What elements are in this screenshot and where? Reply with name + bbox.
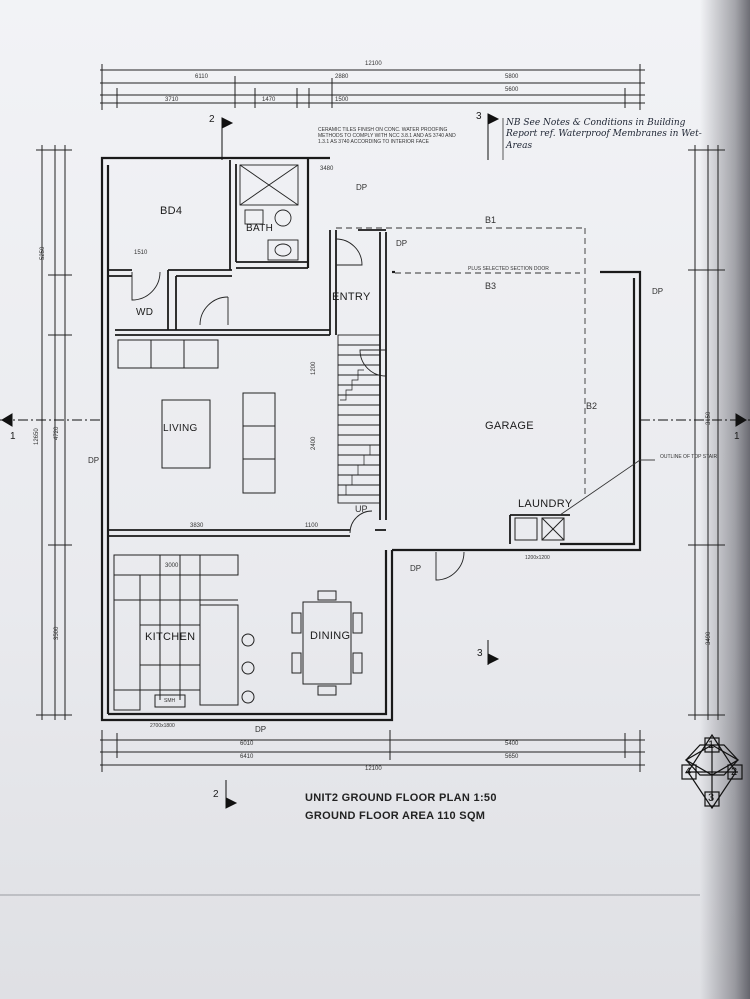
dim-living-width: 3830 — [190, 523, 204, 529]
smh-label: SMH — [164, 698, 176, 704]
marker-dp-kitchen: DP — [255, 725, 267, 734]
compass-2: 2 — [731, 766, 738, 778]
dim-top-a: 6110 — [195, 74, 208, 80]
section-1-right: 1 — [734, 431, 740, 442]
door-swings — [131, 238, 465, 581]
kitchen-fixtures — [113, 554, 255, 711]
marker-up-stairs: UP — [355, 504, 368, 514]
dim-top-f: 1500 — [335, 97, 349, 103]
room-label-entry: ENTRY — [332, 291, 371, 303]
compass-4: 4 — [685, 766, 692, 778]
dim-left-a: 5250 — [40, 246, 46, 260]
room-label-kitchen: KITCHEN — [145, 631, 196, 643]
room-label-living: LIVING — [163, 423, 198, 434]
section-2-bottom: 2 — [213, 789, 219, 800]
marker-dp-garage: DP — [652, 287, 664, 296]
section-1-left: 1 — [10, 431, 16, 442]
tile-note: CERAMIC TILES FINISH ON CONC. WATER PROO… — [318, 127, 456, 145]
section-3-bottom: 3 — [477, 648, 483, 659]
dim-top-c: 5800 — [505, 74, 519, 80]
marker-beam-b3: B3 — [485, 281, 497, 291]
dim-bottom-c: 6010 — [240, 741, 254, 747]
dim-bottom-d: 5400 — [505, 741, 519, 747]
left-dimension-lines — [36, 145, 72, 720]
dim-bath-width: 3480 — [320, 166, 334, 172]
laundry-tub — [514, 517, 565, 541]
top-dimension-lines — [100, 64, 645, 110]
dim-top-b: 2880 — [335, 74, 349, 80]
dim-bottom-overall: 12100 — [365, 766, 382, 772]
room-label-laundry: LAUNDRY — [518, 498, 573, 510]
window-tag-kitchen: 2700x1800 — [150, 723, 175, 729]
dim-bottom-b: 5650 — [505, 754, 519, 760]
compass-3: 3 — [708, 792, 715, 804]
marker-dp-living: DP — [88, 456, 100, 465]
dim-kitchen-width: 3000 — [165, 563, 179, 569]
dim-left-b: 12650 — [34, 428, 40, 445]
section-markers — [0, 113, 750, 809]
dim-stair-height: 2400 — [311, 436, 317, 450]
dim-living-east: 1100 — [305, 523, 318, 529]
room-label-wd: WD — [136, 307, 154, 318]
dim-top-overall: 12100 — [365, 61, 382, 67]
room-label-bath: BATH — [246, 223, 274, 234]
garage-door-beam — [336, 227, 586, 495]
interior-walls — [108, 160, 570, 544]
handwritten-note: NB See Notes & Conditions in Building Re… — [506, 118, 702, 151]
dining-table — [291, 590, 363, 696]
garage-door-note: PLUS SELECTED SECTION DOOR — [468, 266, 549, 272]
marker-dp-bath: DP — [356, 183, 368, 192]
dim-right-a: 3490 — [706, 631, 712, 645]
outline-top-stair-leader — [559, 459, 655, 516]
dim-top-d: 3710 — [165, 97, 179, 103]
compass-1: 1 — [708, 739, 715, 751]
outline-top-stair-note: OUTLINE OF TOP STAIR — [660, 454, 718, 460]
room-label-dining: DINING — [310, 630, 351, 642]
plan-area: GROUND FLOOR AREA 110 SQM — [305, 810, 486, 822]
staircase — [337, 334, 381, 504]
living-furniture — [117, 339, 276, 494]
plan-title: UNIT2 GROUND FLOOR PLAN 1:50 — [305, 792, 497, 804]
marker-beam-b1: B1 — [485, 215, 497, 225]
dim-top-g: 5600 — [505, 87, 519, 93]
right-dimension-lines — [688, 145, 725, 720]
dim-right-b: 3150 — [706, 411, 712, 425]
room-label-bd4: BD4 — [160, 205, 183, 217]
dim-top-e: 1470 — [262, 97, 276, 103]
bath-fixtures — [239, 164, 299, 261]
section-3-top: 3 — [476, 111, 482, 122]
dim-left-c: 4720 — [54, 426, 60, 440]
marker-dp-entry: DP — [396, 239, 408, 248]
bottom-dimension-lines — [100, 730, 645, 772]
dim-bottom-a: 6410 — [240, 754, 254, 760]
window-tag-laundry: 1200x1200 — [525, 555, 550, 561]
dim-wd-width: 1510 — [134, 250, 148, 256]
dim-entry-height: 1200 — [311, 361, 317, 375]
section-2-top: 2 — [209, 114, 215, 125]
compass-rose — [681, 733, 743, 810]
dim-left-d: 3500 — [54, 626, 60, 640]
exterior-walls — [100, 156, 642, 722]
room-label-garage: GARAGE — [485, 420, 534, 432]
marker-dp-dining: DP — [410, 564, 422, 573]
marker-beam-b2: B2 — [586, 401, 598, 411]
